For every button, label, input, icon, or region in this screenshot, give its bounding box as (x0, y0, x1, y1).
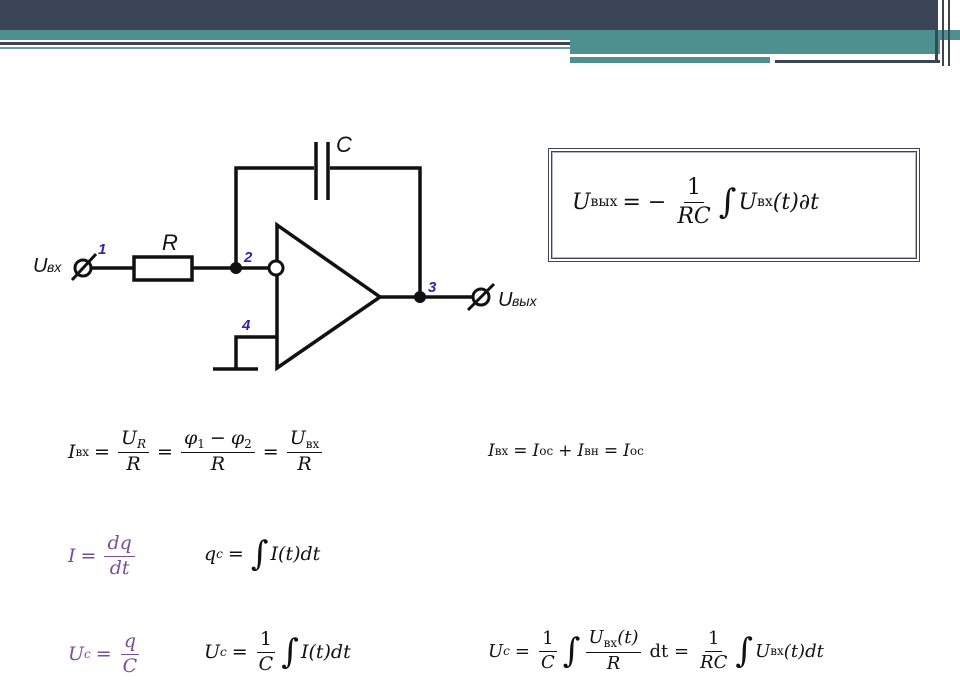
label-node1: 1 (98, 241, 106, 258)
header-line-1 (0, 42, 570, 45)
node3-dot (414, 291, 426, 303)
wire-node4 (234, 335, 277, 369)
opamp-triangle (275, 221, 384, 372)
label-input-sub: вх (47, 259, 62, 275)
label-node4: 4 (241, 317, 251, 334)
header-teal-strip (0, 30, 960, 40)
label-node2: 2 (243, 249, 253, 266)
wire-feedback-out (330, 166, 422, 297)
label-output-u: U (498, 289, 513, 311)
label-resistor: R (162, 230, 178, 255)
header-vertical-3 (948, 0, 950, 66)
output-terminal-slash (466, 282, 496, 312)
header-line-4 (775, 60, 940, 63)
header-vertical-1 (935, 0, 938, 62)
header-line-3 (570, 57, 770, 63)
header-teal-right (570, 40, 940, 54)
output-voltage-formula-box (548, 148, 920, 262)
header-bar (0, 0, 935, 30)
label-node3: 3 (428, 279, 437, 296)
resistor-r (132, 255, 194, 282)
node2-dot (230, 262, 242, 274)
inverting-input-circle (267, 259, 285, 277)
header-vertical-2 (942, 0, 944, 66)
wire-feedback (234, 166, 314, 268)
header-line-2 (0, 47, 570, 49)
label-output-sub: вых (512, 293, 538, 309)
label-input-u: U (33, 255, 48, 277)
label-capacitor: C (336, 132, 352, 157)
input-terminal-slash (70, 252, 98, 282)
integrator-circuit-diagram: U вх U вых R C 1 2 3 4 (33, 132, 538, 372)
